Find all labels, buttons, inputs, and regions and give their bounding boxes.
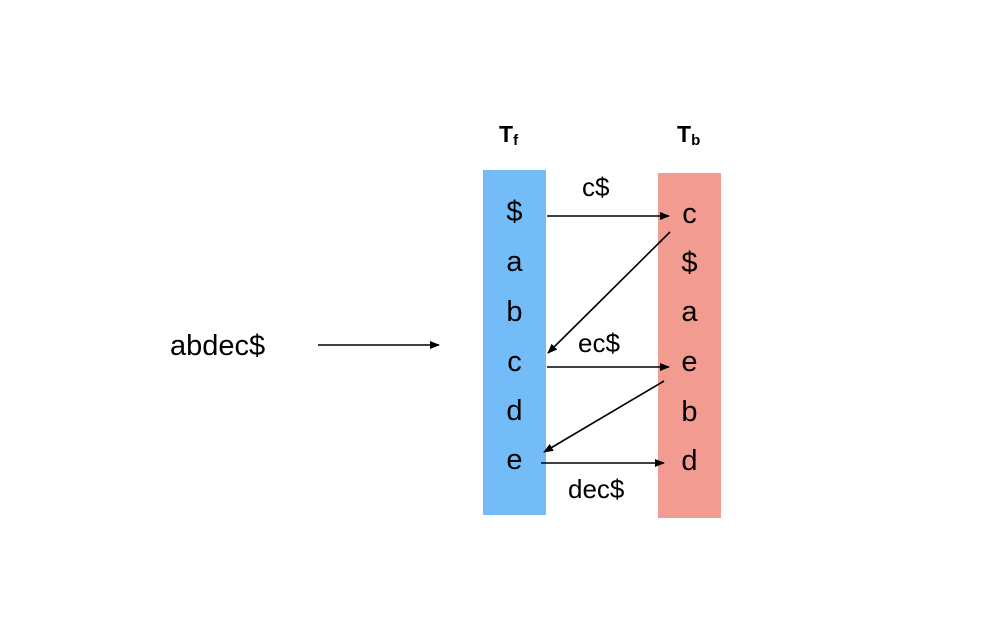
tf-cell: c	[507, 346, 522, 378]
tb-header-sub: b	[691, 132, 701, 149]
tb-cell: $	[681, 247, 698, 279]
tf-cell: e	[506, 444, 523, 476]
arrow-label-ec-dollar: ec$	[578, 328, 620, 358]
arrow-label-c-dollar: c$	[582, 172, 610, 202]
tb-cell: e	[681, 346, 698, 378]
tb-cell: c	[682, 198, 697, 230]
tf-cell: $	[506, 196, 523, 228]
arrow-label-dec-dollar: dec$	[568, 474, 625, 504]
arrow-e-to-e	[543, 380, 665, 453]
tf-header-main: T	[499, 121, 514, 147]
tf-column: $ a b c d e	[483, 170, 546, 515]
tf-cell: a	[506, 246, 523, 278]
tf-header-sub: f	[513, 132, 519, 149]
tf-cell: b	[506, 296, 523, 328]
tb-header-main: T	[677, 121, 692, 147]
tb-cell: a	[681, 296, 698, 328]
tf-cell: d	[506, 395, 523, 427]
arrow-c-to-c	[547, 231, 671, 354]
tb-cell: b	[681, 396, 698, 428]
tf-header: Tf	[499, 121, 518, 149]
tb-column: c $ a e b d	[658, 173, 721, 518]
input-string: abdec$	[170, 330, 266, 362]
tb-cell: d	[681, 445, 698, 477]
tb-header: Tb	[677, 121, 700, 149]
